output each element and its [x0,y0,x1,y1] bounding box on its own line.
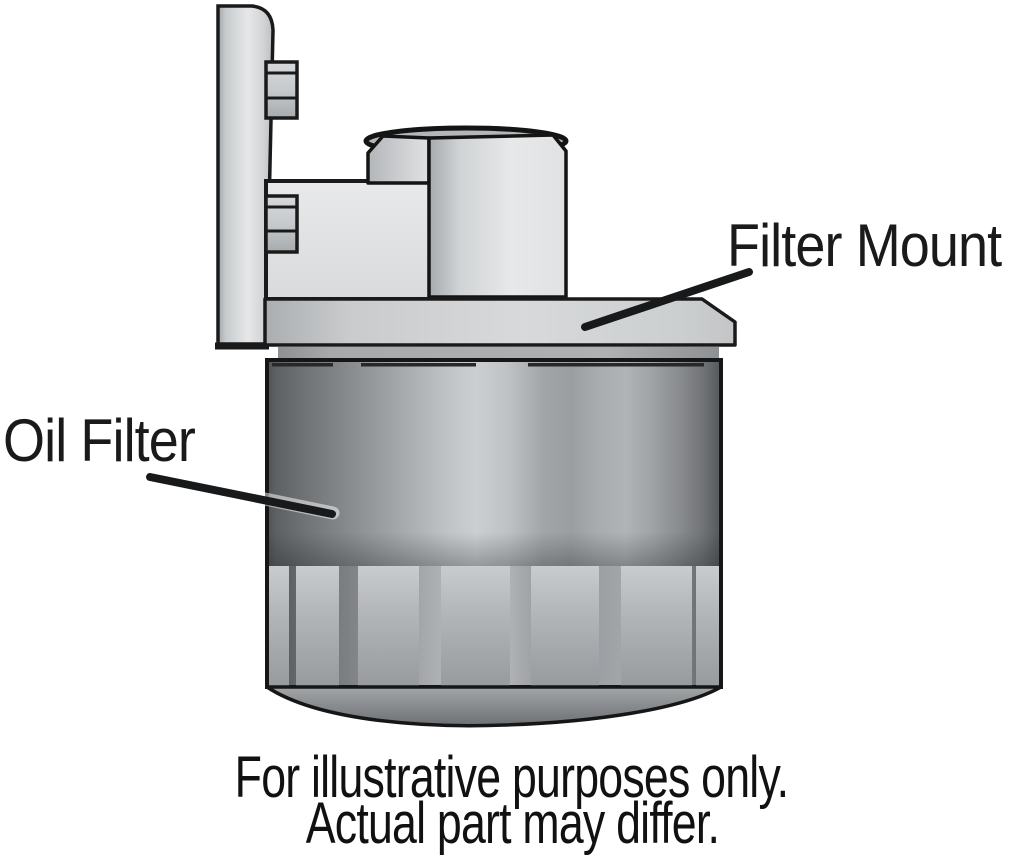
flute [358,566,419,686]
mounting-bolt-top [264,60,299,120]
hex-fitting-left-facet [366,134,431,185]
hex-fitting-front-facet [427,133,568,299]
filter-dome-bottom [265,685,723,728]
mounting-bolt-bottom [264,194,299,254]
filter-canister [265,358,723,728]
mount-base-plate [263,297,737,347]
caption-line-2: Actual part may differ. [305,791,719,856]
flute [531,566,599,686]
flute [696,566,719,686]
canister-shadow-band [269,532,719,566]
leader-line-filter-mount [581,268,753,331]
flute [621,566,692,686]
label-filter-mount: Filter Mount [727,212,1002,279]
leader-line-oil-filter [146,473,336,518]
filter-gasket [278,347,719,359]
flute [441,566,510,686]
hex-fitting [363,125,569,299]
canister-seam-dash [528,363,704,367]
canister-seam-dash [272,363,333,367]
caption-line-1: For illustrative purposes only. [235,745,789,810]
label-oil-filter: Oil Filter [3,407,196,474]
flute [296,566,339,686]
canister-seam-dash [361,363,476,367]
flute [269,566,289,686]
